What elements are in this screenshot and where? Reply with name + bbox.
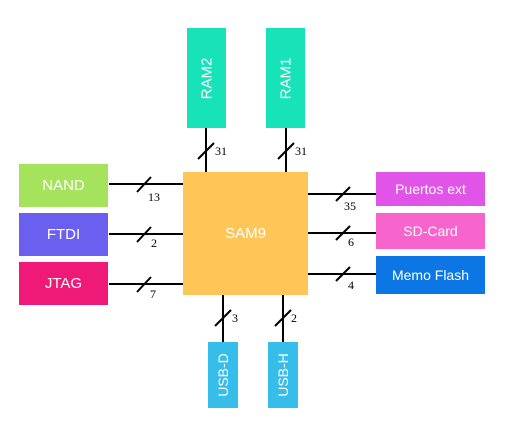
memo-flash-label: Memo Flash — [391, 267, 470, 283]
jtag-label: JTAG — [44, 275, 83, 292]
nand-bus-width: 13 — [148, 190, 160, 204]
nand-block: NAND — [19, 164, 108, 207]
ram1-bus-slash — [277, 142, 295, 160]
ram2-block: RAM2 — [187, 28, 226, 128]
ram2-bus-width: 31 — [215, 144, 227, 158]
jtag-bus-slash — [136, 276, 152, 293]
nand-label: NAND — [42, 177, 85, 194]
sd-card-label: SD-Card — [403, 223, 458, 239]
usb-d-label: USB-D — [215, 353, 231, 397]
usb-d-block: USB-D — [208, 342, 238, 408]
ftdi-block: FTDI — [19, 213, 108, 256]
sd-card-block: SD-Card — [376, 213, 485, 249]
puertos-ext-block: Puertos ext — [376, 172, 485, 206]
ram1-bus-width: 31 — [295, 144, 307, 158]
puertos-ext-bus-width: 35 — [344, 199, 356, 213]
ftdi-label: FTDI — [46, 226, 81, 243]
sam9-block: SAM9 — [183, 172, 308, 295]
puertos-ext-bus-slash — [335, 186, 351, 202]
usb-d-bus-slash — [214, 309, 232, 327]
jtag-bus-width: 7 — [150, 287, 156, 301]
memo-flash-bus-slash — [335, 266, 351, 282]
ram1-block: RAM1 — [266, 28, 305, 128]
ram2-bus-slash — [197, 142, 215, 160]
usb-h-block: USB-H — [268, 342, 298, 408]
usb-h-bus-slash — [274, 309, 292, 327]
ftdi-bus-slash — [136, 226, 152, 243]
usb-d-bus-width: 3 — [232, 311, 238, 325]
sam9-label: SAM9 — [225, 225, 266, 242]
memo-flash-block: Memo Flash — [376, 256, 485, 294]
nand-bus-slash — [136, 176, 152, 193]
puertos-ext-label: Puertos ext — [395, 181, 466, 197]
ftdi-bus-width: 2 — [151, 236, 157, 250]
ram1-label: RAM1 — [277, 57, 294, 99]
jtag-block: JTAG — [19, 262, 108, 305]
sd-card-bus-slash — [335, 225, 351, 241]
usb-h-bus-width: 2 — [291, 311, 297, 325]
usb-h-label: USB-H — [275, 353, 291, 397]
sd-card-bus-width: 6 — [348, 235, 354, 249]
memo-flash-bus-width: 4 — [348, 278, 354, 292]
ram2-label: RAM2 — [198, 57, 215, 99]
